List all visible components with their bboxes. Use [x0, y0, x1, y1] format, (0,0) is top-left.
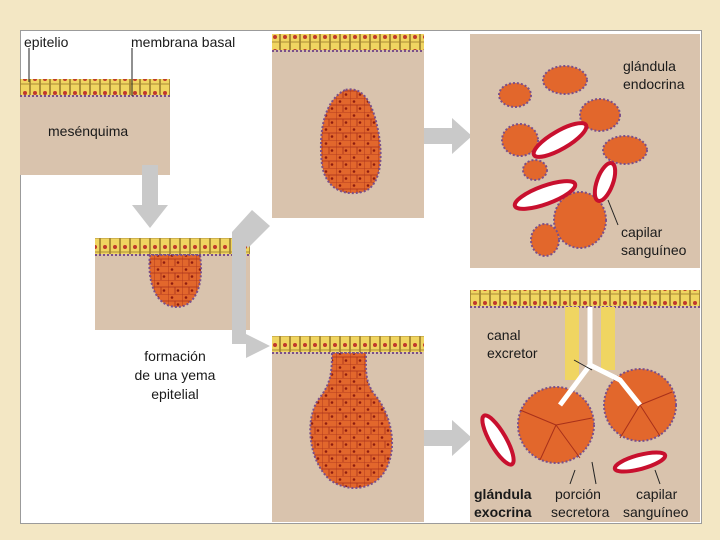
label-capilar-top-2: sanguíneo	[621, 242, 687, 258]
panel-epithelial-bud	[95, 238, 250, 330]
label-glandula-endocrina-1: glándula	[623, 58, 676, 74]
label-glandula-exocrina-2: exocrina	[474, 504, 532, 520]
arrow-split	[232, 210, 270, 358]
label-yema-line3: epitelial	[151, 386, 199, 402]
label-membrana-basal: membrana basal	[131, 34, 236, 50]
label-porcion-secretora-2: secretora	[551, 504, 610, 520]
panel-initial-epithelium	[20, 48, 170, 175]
panel-endocrine-bud	[272, 34, 424, 218]
label-porcion-secretora-1: porción	[555, 486, 601, 502]
label-glandula-exocrina-1: glándula	[474, 486, 532, 502]
label-canal-excretor-2: excretor	[487, 345, 538, 361]
panel-exocrine-gland	[470, 290, 700, 522]
label-canal-excretor-1: canal	[487, 327, 521, 343]
label-capilar-top-1: capilar	[621, 224, 663, 240]
label-epitelio: epitelio	[24, 34, 69, 50]
arrow-to-bud	[132, 165, 168, 228]
label-yema-line2: de una yema	[134, 367, 216, 383]
panel-exocrine-bud	[272, 336, 424, 522]
label-capilar-bottom-2: sanguíneo	[623, 504, 689, 520]
arrow-to-exocrine	[424, 420, 472, 456]
panel-endocrine-gland	[470, 34, 700, 268]
arrow-to-endocrine	[424, 118, 472, 154]
label-capilar-bottom-1: capilar	[636, 486, 678, 502]
label-yema-line1: formación	[144, 348, 206, 364]
label-glandula-endocrina-2: endocrina	[623, 76, 685, 92]
label-mesenquima: mesénquima	[48, 123, 129, 139]
